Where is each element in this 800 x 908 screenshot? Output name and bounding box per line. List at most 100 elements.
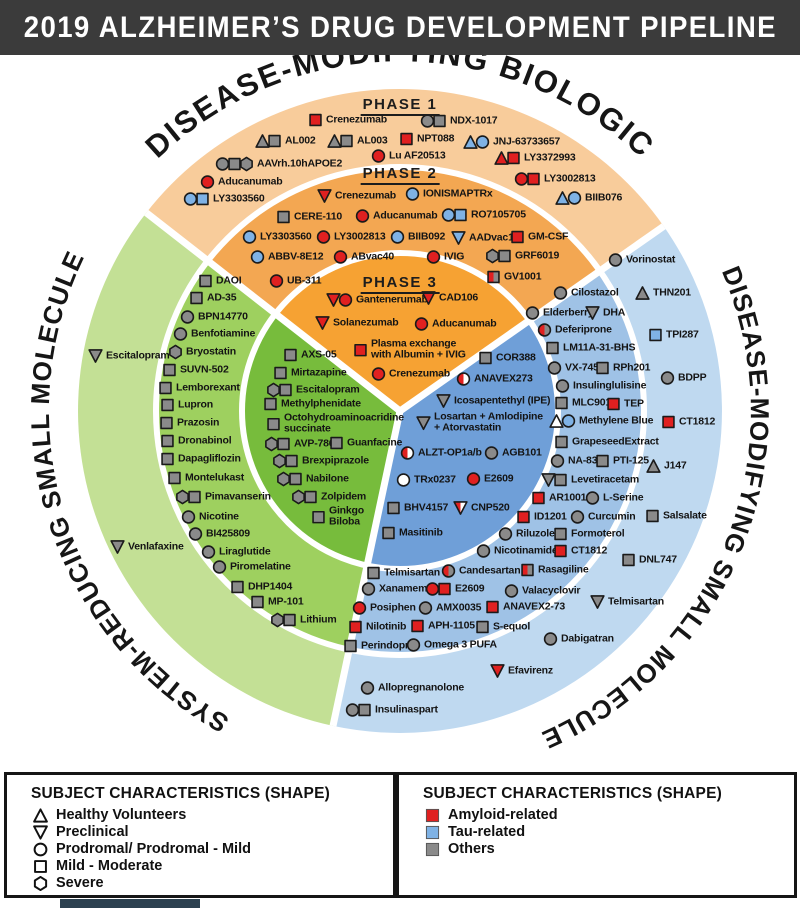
drug-item: Riluzole	[498, 527, 555, 542]
drug-item: AGB101	[484, 446, 542, 461]
invtriangle-icon	[451, 231, 466, 245]
square-icon	[527, 172, 540, 186]
legend-shape-row: Prodromal/ Prodromal - Mild	[33, 841, 393, 857]
circle-icon	[466, 472, 481, 486]
biologic-phase3-wedge	[275, 252, 530, 411]
drug-item: NA-831	[550, 454, 603, 469]
square-icon	[268, 134, 281, 148]
drug-label: Ginkgo Biloba	[329, 504, 364, 528]
drug-label: Riluzole	[516, 527, 555, 540]
drug-label: DHA	[603, 306, 626, 319]
drug-label: LY3303560	[260, 230, 312, 243]
drug-item: AD-35	[189, 291, 237, 306]
legend-shape-label: Preclinical	[56, 824, 129, 840]
drug-label: Brexpiprazole	[302, 454, 369, 467]
circle-icon	[561, 414, 576, 428]
drug-label: Solanezumab	[333, 316, 399, 329]
triangle-icon	[646, 459, 661, 473]
square-icon	[161, 398, 174, 412]
square-icon	[555, 396, 568, 410]
circle-icon	[543, 632, 558, 646]
drug-label: Benfotiamine	[191, 327, 256, 340]
drug-label: NA-831	[568, 454, 603, 467]
drug-label: LY3372993	[524, 151, 576, 164]
drug-label: NPT088	[417, 132, 455, 145]
drug-item: BI425809	[188, 527, 250, 542]
drug-item: RPh201	[595, 361, 651, 376]
drug-item: Omega 3 PUFA	[406, 638, 497, 653]
invtriangle-icon	[315, 316, 330, 330]
drug-label: Guanfacine	[347, 436, 403, 449]
circle-icon	[418, 601, 433, 615]
drug-label: CAD106	[439, 291, 479, 304]
drug-item: AL002	[255, 134, 316, 149]
drug-item: Losartan + Amlodipine + Atorvastatin	[416, 411, 543, 435]
drug-item: Nicotinamide	[476, 544, 558, 559]
drug-item: Venlafaxine	[110, 540, 184, 555]
drug-label: GrapeseedExtract	[572, 435, 659, 448]
square-icon	[160, 416, 173, 430]
circle-icon	[400, 446, 415, 460]
drug-item: DAOI	[198, 274, 242, 289]
drug-item: Dapagliflozin	[160, 452, 241, 467]
page-title: 2019 ALZHEIMER’S DRUG DEVELOPMENT PIPELI…	[23, 10, 777, 44]
square-icon	[622, 553, 635, 567]
drug-item: Octohydroaminoacridine succinate	[266, 412, 404, 436]
circle-icon	[550, 454, 565, 468]
drug-item: Formoterol	[553, 527, 625, 542]
legend-shape-row: Mild - Moderate	[33, 858, 393, 874]
square-icon	[358, 703, 371, 717]
square-icon	[479, 351, 492, 365]
drug-label: JNJ-63733657	[493, 135, 561, 148]
drug-item: LY3372993	[494, 151, 576, 166]
square-icon	[168, 471, 181, 485]
invtriangle-icon	[490, 664, 505, 678]
drug-item: TRx0237	[396, 473, 456, 488]
drug-label: Lemborexant	[176, 381, 240, 394]
drug-item: Insulinglulisine	[555, 379, 646, 394]
square-icon	[284, 348, 297, 362]
circle-icon	[352, 601, 367, 615]
drug-label: IONISMAPTRx	[423, 187, 493, 200]
triangle-icon	[635, 286, 650, 300]
drug-label: TPI287	[666, 328, 699, 341]
drug-item: CAD106	[421, 291, 478, 306]
drug-label: Insulinglulisine	[573, 379, 647, 392]
square-icon	[454, 208, 467, 222]
square-icon	[411, 619, 424, 633]
square-icon	[159, 381, 172, 395]
drug-label: Nicotine	[199, 510, 239, 523]
drug-label: Posiphen	[370, 601, 416, 614]
invtriangle-icon	[88, 349, 103, 363]
drug-item: E2609	[466, 472, 514, 487]
drug-item: Dabigatran	[543, 632, 614, 647]
triangle-icon	[463, 135, 478, 149]
square-icon	[521, 563, 534, 577]
drug-item: Candesartan	[441, 564, 521, 579]
circle-icon	[355, 209, 370, 223]
drug-item: BDPP	[660, 371, 707, 386]
drug-item: AR1001	[531, 491, 587, 506]
square-icon	[188, 490, 201, 504]
circle-icon	[390, 230, 405, 244]
drug-label: UB-311	[287, 274, 322, 287]
drug-item: DHP1404	[230, 580, 292, 595]
square-icon	[289, 472, 302, 486]
circle-icon	[250, 250, 265, 264]
drug-item: APH-1105	[410, 619, 475, 634]
drug-label: Escitalopram	[296, 383, 360, 396]
drug-label: BIIB092	[408, 230, 446, 243]
drug-label: Methylene Blue	[579, 414, 654, 427]
drug-item: Valacyclovir	[504, 584, 581, 599]
square-icon	[304, 490, 317, 504]
drug-label: Zolpidem	[321, 490, 367, 503]
circle-icon	[333, 250, 348, 264]
drug-item: Montelukast	[167, 471, 244, 486]
circle-icon	[660, 371, 675, 385]
drug-label: BI425809	[206, 527, 250, 540]
square-icon	[554, 473, 567, 487]
square-icon	[231, 580, 244, 594]
drug-label: Rasagiline	[538, 563, 589, 576]
